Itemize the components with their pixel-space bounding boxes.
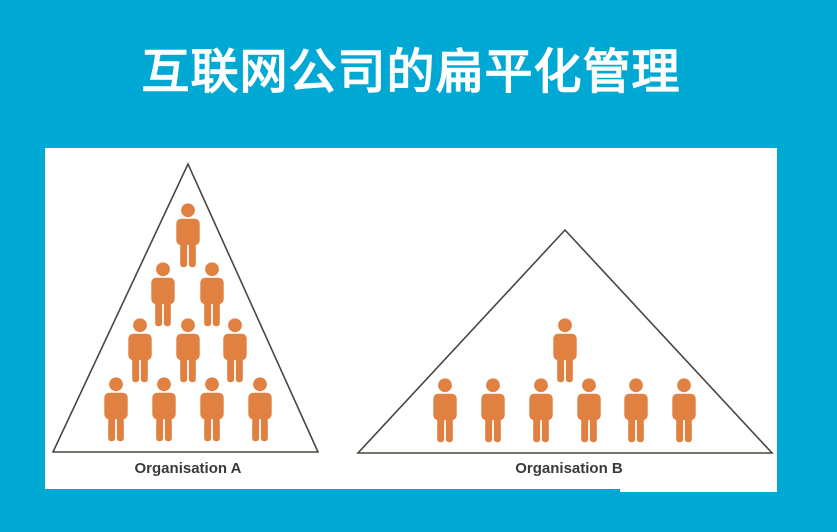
person-icon [223, 318, 247, 383]
organisation-b-group [356, 228, 774, 454]
person-icon [672, 378, 696, 443]
person-icon [176, 203, 200, 268]
person-icon [577, 378, 601, 443]
person-icon [128, 318, 152, 383]
person-icon [200, 262, 224, 327]
panel-edge-step [620, 489, 777, 492]
person-icon [104, 377, 128, 442]
person-icon [553, 318, 577, 383]
person-icon [151, 262, 175, 327]
person-icon [529, 378, 553, 443]
person-icon [176, 318, 200, 383]
triangle-outline-b [356, 228, 774, 454]
person-icon [624, 378, 648, 443]
person-icon [152, 377, 176, 442]
person-icon [200, 377, 224, 442]
organisation-a-group [51, 162, 320, 453]
organisation-b-label: Organisation B [515, 460, 623, 477]
person-icon [433, 378, 457, 443]
organisation-a-label: Organisation A [134, 460, 242, 477]
org-comparison-diagram [51, 162, 774, 454]
triangle-outline-a [51, 162, 320, 453]
person-icon [248, 377, 272, 442]
slide-title: 互联网公司的扁平化管理 [141, 46, 681, 99]
organisations-group [51, 162, 774, 454]
person-icon [481, 378, 505, 443]
diagram-panel: Organisation A Organisation B [45, 148, 777, 489]
